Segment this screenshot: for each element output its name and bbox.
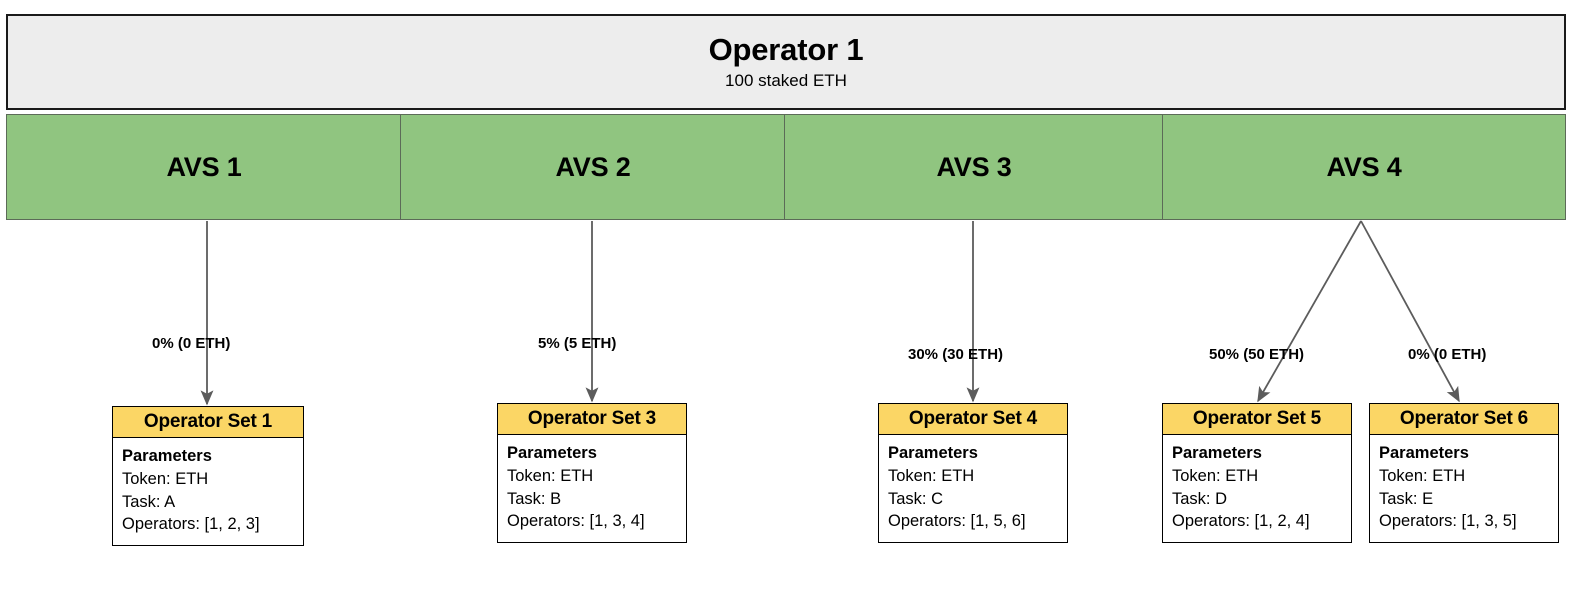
avs-label-2: AVS 2 (555, 151, 631, 182)
operator-set-header-4: Operator Set 4 (879, 404, 1067, 435)
token-row-1: Token: ETH (122, 469, 209, 488)
operator-title: Operator 1 (708, 32, 864, 68)
task-row-3: Task: B (507, 489, 562, 508)
avs-label-4: AVS 4 (1326, 151, 1402, 182)
operator-set-title-1: Operator Set 1 (143, 411, 273, 432)
edge-label-avs4-opset6: 0% (0 ETH) (1408, 346, 1487, 363)
operator-set-card-1[interactable]: Operator Set 1 Parameters Token: ETH Tas… (112, 406, 304, 546)
token-row-4: Token: ETH (888, 466, 975, 485)
task-row-4: Task: C (888, 489, 944, 508)
operators-row-3: Operators: [1, 3, 4] (507, 512, 645, 531)
edge-label-avs4-opset5: 50% (50 ETH) (1209, 346, 1305, 363)
params-heading-1: Parameters (122, 447, 212, 465)
avs-cell-3[interactable]: AVS 3 (784, 114, 1164, 220)
operator-set-card-6[interactable]: Operator Set 6 Parameters Token: ETH Tas… (1369, 403, 1559, 543)
avs-label-1: AVS 1 (166, 151, 242, 182)
operator-set-body-5: Parameters Token: ETH Task: D Operators:… (1163, 435, 1351, 541)
edge-avs4-opset6 (1360, 220, 1460, 403)
avs-cell-1[interactable]: AVS 1 (6, 114, 402, 220)
edge-label-avs2-opset3: 5% (5 ETH) (538, 335, 617, 352)
avs-cell-2[interactable]: AVS 2 (400, 114, 786, 220)
operator-set-header-5: Operator Set 5 (1163, 404, 1351, 435)
operator-set-title-5: Operator Set 5 (1192, 408, 1322, 429)
operator-set-body-1: Parameters Token: ETH Task: A Operators:… (113, 438, 303, 544)
operator-set-title-6: Operator Set 6 (1399, 408, 1529, 429)
task-row-5: Task: D (1172, 489, 1228, 508)
operator-set-body-6: Parameters Token: ETH Task: E Operators:… (1370, 435, 1558, 541)
edge-label-avs1-opset1: 0% (0 ETH) (152, 335, 231, 352)
avs-row: AVS 1 AVS 2 AVS 3 AVS 4 (6, 114, 1566, 220)
avs-cell-4[interactable]: AVS 4 (1162, 114, 1566, 220)
operators-row-5: Operators: [1, 2, 4] (1172, 512, 1310, 531)
operator-set-title-4: Operator Set 4 (908, 408, 1038, 429)
operator-set-body-4: Parameters Token: ETH Task: C Operators:… (879, 435, 1067, 541)
token-row-3: Token: ETH (507, 466, 594, 485)
operator-stake: 100 staked ETH (725, 71, 847, 91)
params-heading-5: Parameters (1172, 444, 1262, 462)
operator-set-header-1: Operator Set 1 (113, 407, 303, 438)
operator-set-card-4[interactable]: Operator Set 4 Parameters Token: ETH Tas… (878, 403, 1068, 543)
operator-set-card-5[interactable]: Operator Set 5 Parameters Token: ETH Tas… (1162, 403, 1352, 543)
operator-set-header-3: Operator Set 3 (498, 404, 686, 435)
operators-row-6: Operators: [1, 3, 5] (1379, 512, 1517, 531)
params-heading-4: Parameters (888, 444, 978, 462)
task-row-1: Task: A (122, 492, 176, 511)
operator-set-header-6: Operator Set 6 (1370, 404, 1558, 435)
operators-row-4: Operators: [1, 5, 6] (888, 512, 1026, 531)
operator-set-body-3: Parameters Token: ETH Task: B Operators:… (498, 435, 686, 541)
edge-label-avs3-opset4: 30% (30 ETH) (908, 346, 1004, 363)
operators-row-1: Operators: [1, 2, 3] (122, 515, 260, 534)
token-row-5: Token: ETH (1172, 466, 1259, 485)
operator-set-title-3: Operator Set 3 (527, 408, 657, 429)
operator-box[interactable]: Operator 1 100 staked ETH (6, 14, 1566, 110)
task-row-6: Task: E (1379, 489, 1434, 508)
operator-set-card-3[interactable]: Operator Set 3 Parameters Token: ETH Tas… (497, 403, 687, 543)
avs-label-3: AVS 3 (936, 151, 1012, 182)
token-row-6: Token: ETH (1379, 466, 1466, 485)
edge-avs4-opset5 (1257, 220, 1362, 403)
params-heading-6: Parameters (1379, 444, 1469, 462)
params-heading-3: Parameters (507, 444, 597, 462)
